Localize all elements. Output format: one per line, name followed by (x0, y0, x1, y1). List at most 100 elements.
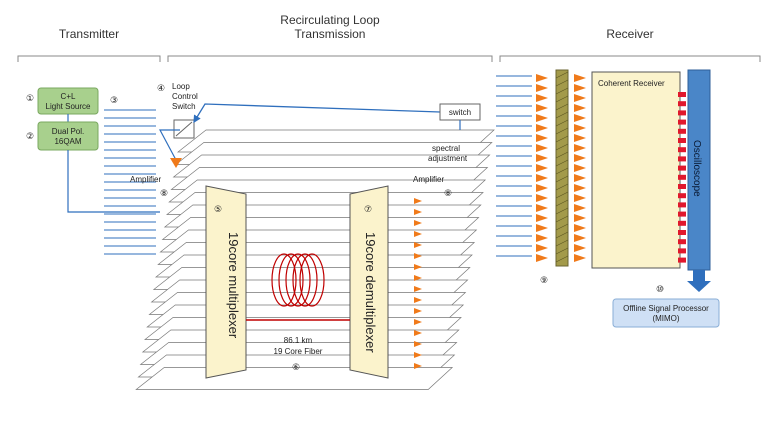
amplifier-icon (414, 209, 422, 215)
fiber-label-2: 19 Core Fiber (274, 347, 323, 356)
demultiplexer-label: 19core demultiplexer (363, 232, 378, 353)
amplifier-icon (574, 164, 586, 172)
number-4: ④ (157, 83, 165, 93)
filter-hatch (555, 79, 569, 87)
modulator-label-1: Dual Pol. (52, 127, 84, 136)
section-braces (17, 55, 761, 62)
receiver-port (678, 156, 686, 162)
transmitter-title: Transmitter (59, 27, 119, 41)
amplifier-icon (536, 214, 548, 222)
amplifier-icon (536, 194, 548, 202)
filter-hatch (555, 127, 569, 135)
light-source-label-1: C+L (61, 92, 76, 101)
amplifier-right-label: Amplifier (413, 175, 444, 184)
amplifier-icon (536, 164, 548, 172)
filter-hatch (555, 215, 569, 223)
filter-hatch (555, 223, 569, 231)
amplifier-icon (536, 94, 548, 102)
loop-switch-label-3: Switch (172, 102, 196, 111)
amplifier-icon (414, 297, 422, 303)
receiver-port (678, 101, 686, 107)
offline-processor-box (612, 298, 720, 328)
fiber-coil (246, 253, 350, 321)
coherent-receiver-box (591, 71, 681, 269)
amplifier-icon (414, 242, 422, 248)
receiver-filter-bank (555, 69, 569, 267)
receiver-port (678, 202, 686, 208)
amplifier-icon (536, 104, 548, 112)
loop-title-line2: Transmission (295, 27, 366, 41)
filter-hatch (555, 111, 569, 119)
filter-hatch (555, 135, 569, 143)
amplifier-icon (536, 124, 548, 132)
amplifier-icon (536, 204, 548, 212)
amplifier-icon (536, 84, 548, 92)
number-10: ⑩ (656, 284, 664, 294)
filter-hatch (555, 231, 569, 239)
receiver-port (678, 248, 686, 254)
amplifier-icon (414, 286, 422, 292)
offline-processor-label-2: (MIMO) (652, 314, 679, 323)
filter-hatch (555, 183, 569, 191)
receiver-port (678, 138, 686, 143)
amplifier-icon (574, 204, 586, 212)
filter-hatch (555, 143, 569, 151)
amplifier-icon (574, 94, 586, 102)
amplifier-icon (574, 134, 586, 142)
amplifier-icon (536, 154, 548, 162)
number-3: ③ (110, 95, 118, 105)
amplifier-icon (536, 184, 548, 192)
receiver-port (678, 239, 686, 245)
amplifier-icon (574, 234, 586, 242)
amplifier-icon (414, 253, 422, 259)
loop-switch-label-2: Control (172, 92, 198, 101)
number-8-left: ⑧ (160, 188, 168, 198)
filter-hatch (555, 119, 569, 127)
amplifier-icon (536, 254, 548, 262)
left-amplifier-icon (170, 158, 182, 168)
filter-hatch (555, 199, 569, 207)
coherent-receiver-label: Coherent Receiver (598, 79, 665, 88)
receiver-port (678, 110, 686, 116)
amplifier-icon (536, 244, 548, 252)
loop-return-path (193, 103, 441, 124)
amplifier-icon (536, 114, 548, 122)
filter-hatch (555, 71, 569, 79)
down-arrow-icon (687, 270, 711, 292)
filter-hatch (555, 255, 569, 263)
number-2: ② (26, 131, 34, 141)
number-8-right: ⑧ (444, 188, 452, 198)
number-9: ⑨ (540, 275, 548, 285)
amplifier-icon (414, 198, 422, 204)
filter-hatch (555, 103, 569, 111)
loop-title-line1: Recirculating Loop (280, 13, 380, 27)
receiver-port (678, 257, 686, 263)
amplifier-icon (414, 220, 422, 226)
receiver-port (678, 193, 686, 199)
receiver-port (678, 184, 686, 189)
amplifier-icon (414, 363, 422, 369)
amplifier-icon (414, 319, 422, 325)
amplifier-icon (574, 74, 586, 82)
amplifier-icon (574, 114, 586, 122)
amplifier-icon (574, 144, 586, 152)
transmitter-fanout-lines (104, 109, 156, 255)
receiver-title: Receiver (606, 27, 653, 41)
amplifier-icon (536, 74, 548, 82)
amplifier-icon (574, 224, 586, 232)
filter-hatch (555, 167, 569, 175)
modulator-label-2: 16QAM (54, 137, 81, 146)
receiver-port (678, 174, 686, 180)
filter-hatch (555, 151, 569, 159)
receiver-input-lines (496, 75, 532, 257)
receiver-port (678, 128, 686, 134)
switch-label: switch (449, 108, 471, 117)
amplifier-icon (574, 254, 586, 262)
demultiplexer (349, 185, 389, 379)
loop-switch-label-1: Loop (172, 82, 190, 91)
amplifier-icon (414, 264, 422, 270)
amplifier-icon (574, 174, 586, 182)
amplifier-icon (536, 134, 548, 142)
